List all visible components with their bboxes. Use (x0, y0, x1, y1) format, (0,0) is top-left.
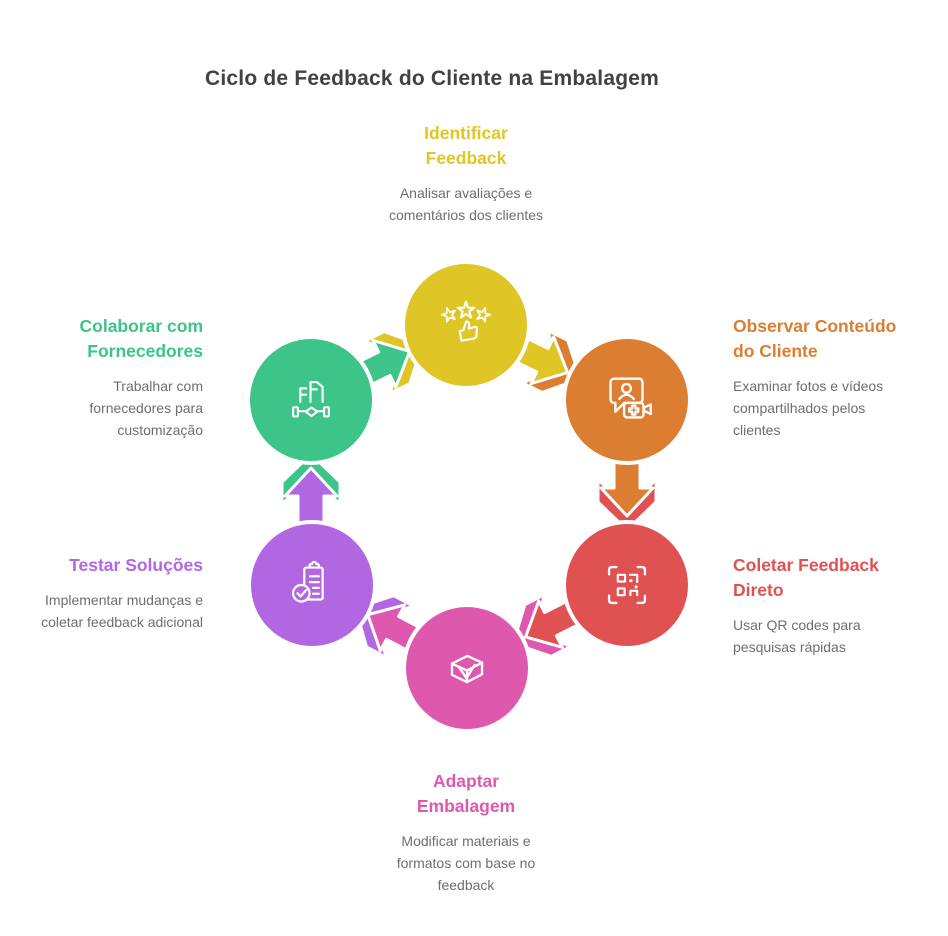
step-circle-observar-conteudo (562, 335, 692, 465)
step-label: Testar Soluções (69, 555, 203, 575)
step-description: Usar QR codes para pesquisas rápidas (733, 616, 861, 655)
step-text-adaptar-embalagem: Adaptar Embalagem Modificar materiais e … (250, 769, 682, 896)
step-circle-testar-solucoes (247, 520, 377, 650)
step-description: Modificar materiais e formatos com base … (396, 832, 536, 893)
step-text-testar-solucoes: Testar Soluções Implementar mudanças e c… (0, 553, 203, 633)
step-text-observar-conteudo: Observar Conteúdo do Cliente Examinar fo… (733, 314, 945, 441)
step-label: Adaptar Embalagem (416, 771, 516, 816)
step-text-colaborar-fornecedores: Colaborar com Fornecedores Trabalhar com… (0, 314, 204, 441)
step-label: Identificar Feedback (424, 123, 508, 168)
step-circle-colaborar-fornecedores (246, 335, 376, 465)
step-description: Analisar avaliações e comentários dos cl… (388, 184, 544, 223)
page-title: Ciclo de Feedback do Cliente na Embalage… (205, 67, 659, 91)
package-box-icon (450, 654, 484, 684)
step-description: Trabalhar com fornecedores para customiz… (89, 377, 203, 438)
clipboard-check-icon (291, 560, 324, 603)
step-circle-adaptar-embalagem (402, 603, 532, 733)
step-label: Observar Conteúdo do Cliente (733, 316, 897, 361)
user-video-content-icon (609, 377, 652, 419)
step-label: Colaborar com Fornecedores (79, 316, 204, 361)
step-text-identificar-feedback: Identificar Feedback Analisar avaliações… (250, 121, 682, 226)
rating-stars-icon (439, 300, 493, 342)
step-description: Implementar mudanças e coletar feedback … (41, 591, 203, 630)
step-circle-coletar-feedback (562, 520, 692, 650)
step-label: Coletar Feedback Direto (733, 555, 879, 600)
step-text-coletar-feedback: Coletar Feedback Direto Usar QR codes pa… (733, 553, 945, 658)
step-circle-identificar-feedback (401, 260, 531, 390)
factory-handshake-icon (292, 381, 330, 418)
step-description: Examinar fotos e vídeos compartilhados p… (733, 377, 884, 438)
qr-code-scan-icon (607, 565, 647, 605)
